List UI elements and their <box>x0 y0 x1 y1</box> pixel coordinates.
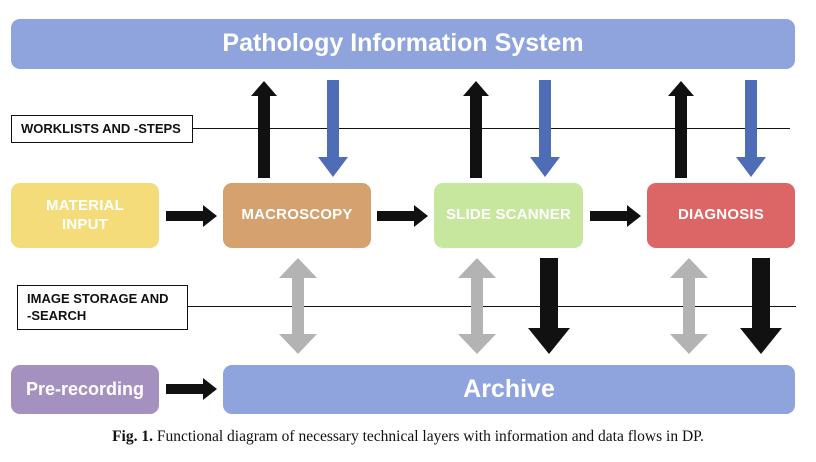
archive-label: Archive <box>463 374 555 403</box>
archive-band: Archive <box>223 365 795 414</box>
pathology-information-system-band: Pathology Information System <box>11 19 795 69</box>
arrow-up-macroscopy <box>251 81 277 178</box>
arrow-down-diagnosis <box>736 80 766 177</box>
arrow-bidirectional-scanner-archive <box>458 258 496 354</box>
worklists-layer-label: WORKLISTS AND -STEPS <box>11 115 193 143</box>
arrow-right-prerecording-to-archive <box>166 378 217 400</box>
arrow-bidirectional-macroscopy-archive <box>279 258 317 354</box>
prerecording-label: Pre-recording <box>25 379 145 400</box>
diagnosis-box: DIAGNOSIS <box>647 183 795 248</box>
arrow-down-macroscopy <box>318 80 348 177</box>
material-input-box: MATERIAL INPUT <box>11 183 159 248</box>
arrow-right-material-to-macroscopy <box>166 205 217 227</box>
arrow-right-macroscopy-to-scanner <box>377 205 428 227</box>
material-input-label-line2: INPUT <box>62 215 108 233</box>
arrow-down-scanner <box>530 80 560 177</box>
image-storage-layer-line <box>187 306 796 307</box>
figure-caption-text: Functional diagram of necessary technica… <box>156 428 704 445</box>
diagnosis-label: DIAGNOSIS <box>678 206 764 224</box>
arrow-up-scanner <box>463 81 489 178</box>
worklists-layer-line <box>192 128 790 129</box>
macroscopy-label: MACROSCOPY <box>241 206 353 224</box>
arrow-right-scanner-to-diagnosis <box>590 205 641 227</box>
image-storage-layer-text-line1: IMAGE STORAGE AND <box>27 290 169 306</box>
image-storage-layer-label: IMAGE STORAGE AND -SEARCH <box>17 285 188 330</box>
slide-scanner-box: SLIDE SCANNER <box>434 183 583 248</box>
arrow-bidirectional-diagnosis-archive <box>670 258 708 354</box>
image-storage-layer-text-line2: -SEARCH <box>27 307 87 323</box>
material-input-label-line1: MATERIAL <box>46 196 124 214</box>
worklists-layer-text: WORKLISTS AND -STEPS <box>21 120 181 136</box>
prerecording-box: Pre-recording <box>11 365 159 414</box>
arrow-down-scanner-to-archive <box>528 258 570 354</box>
arrow-down-diagnosis-to-archive <box>740 258 782 354</box>
slide-scanner-label: SLIDE SCANNER <box>445 206 572 224</box>
pathology-information-system-label: Pathology Information System <box>222 29 584 58</box>
figure-caption: Fig. 1. Functional diagram of necessary … <box>0 428 816 446</box>
macroscopy-box: MACROSCOPY <box>223 183 371 248</box>
arrow-up-diagnosis <box>668 81 694 178</box>
figure-caption-label: Fig. 1. <box>112 428 153 445</box>
